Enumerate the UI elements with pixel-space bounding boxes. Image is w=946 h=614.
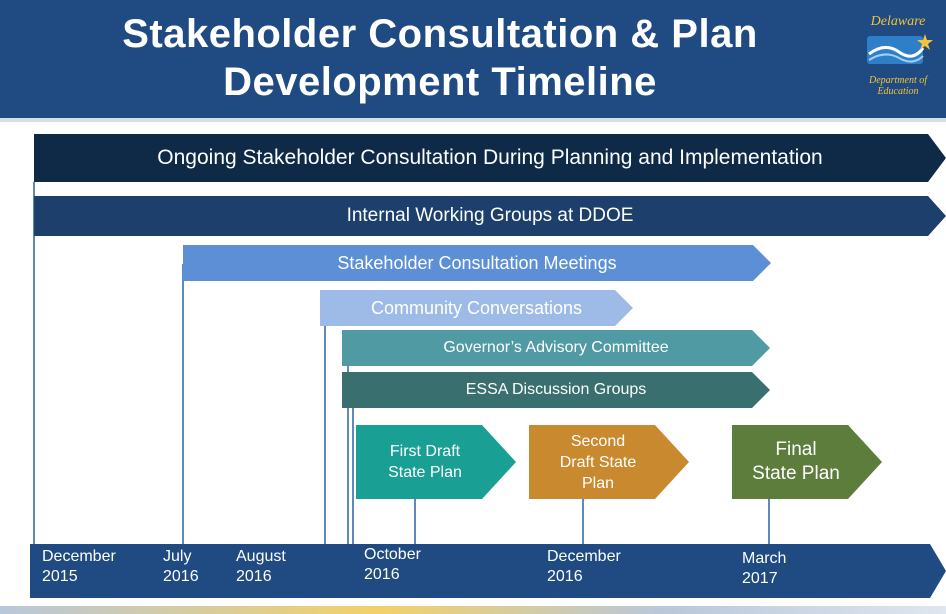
second-draft-label: Second Draft State Plan xyxy=(559,432,637,492)
ongoing-consultation-bar: Ongoing Stakeholder Consultation During … xyxy=(34,134,946,182)
logo-subtitle: Department of Education xyxy=(868,75,928,97)
date-month: October xyxy=(364,546,421,563)
header-divider xyxy=(0,118,946,122)
second-draft-milestone: Second Draft State Plan xyxy=(529,425,689,499)
date-december-2016: December 2016 xyxy=(547,547,621,587)
final-plan-label: Final State Plan xyxy=(752,439,840,484)
final-plan-milestone: Final State Plan xyxy=(732,425,882,499)
vline-start xyxy=(33,182,35,546)
date-december-2015: December 2015 xyxy=(42,547,116,587)
date-month: March xyxy=(742,550,787,567)
page-title: Stakeholder Consultation & Plan Developm… xyxy=(122,12,758,104)
first-draft-milestone: First Draft State Plan xyxy=(356,425,516,499)
vline-second-draft xyxy=(582,498,584,546)
date-month: July xyxy=(163,548,192,565)
date-year: 2017 xyxy=(742,570,778,587)
title-banner: Stakeholder Consultation & Plan Developm… xyxy=(0,0,946,118)
date-august-2016: August 2016 xyxy=(236,547,286,587)
internal-working-groups-bar: Internal Working Groups at DDOE xyxy=(34,196,946,236)
date-year: 2016 xyxy=(236,568,272,585)
stakeholder-meetings-bar: Stakeholder Consultation Meetings xyxy=(183,245,771,281)
delaware-doe-logo: Delaware Department of Education xyxy=(856,14,940,110)
logo-name: Delaware xyxy=(870,14,926,29)
date-year: 2015 xyxy=(42,568,78,585)
governors-advisory-bar: Governor’s Advisory Committee xyxy=(342,330,770,366)
date-month: August xyxy=(236,548,286,565)
date-year: 2016 xyxy=(163,568,199,585)
essa-discussion-bar: ESSA Discussion Groups xyxy=(342,372,770,408)
vline-october-a xyxy=(347,350,349,546)
date-march-2017: March 2017 xyxy=(742,549,786,589)
first-draft-label: First Draft State Plan xyxy=(388,443,462,481)
logo-emblem-icon xyxy=(867,34,933,64)
footer-accent-line xyxy=(0,606,946,614)
date-year: 2016 xyxy=(547,568,583,585)
vline-first-draft xyxy=(414,498,416,546)
date-month: December xyxy=(547,548,621,565)
vline-final xyxy=(768,498,770,546)
timeline-axis xyxy=(30,544,946,598)
community-conversations-bar: Community Conversations xyxy=(320,290,633,326)
date-july-2016: July 2016 xyxy=(163,547,199,587)
date-month: December xyxy=(42,548,116,565)
vline-october-b xyxy=(352,390,354,546)
date-year: 2016 xyxy=(364,566,400,583)
date-october-2016: October 2016 xyxy=(364,545,421,585)
vline-august xyxy=(324,310,326,546)
vline-july xyxy=(182,264,184,546)
